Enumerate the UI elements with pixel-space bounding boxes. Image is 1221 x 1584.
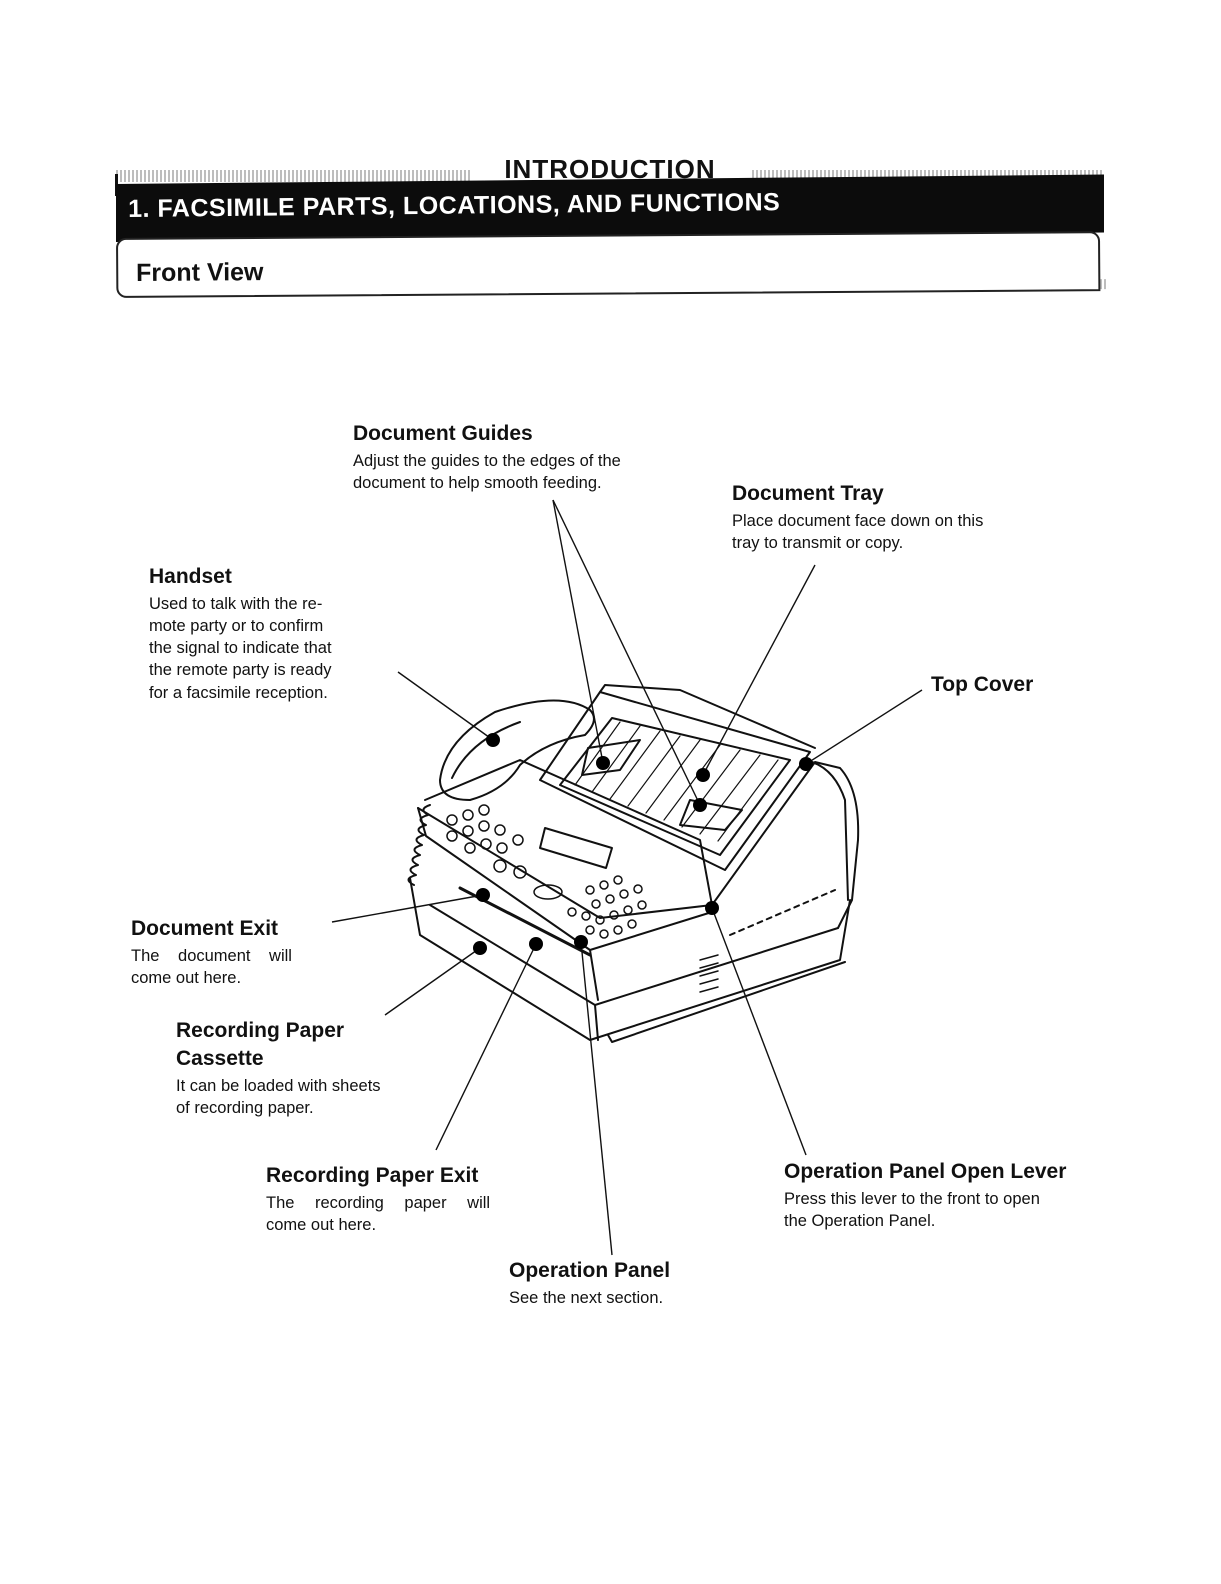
callout-title: Top Cover [931,673,1034,696]
leader-lines [331,499,923,1256]
callout-top-cover: Top Cover [931,671,1033,701]
callout-text: the remote party is ready [149,661,332,680]
leader-operation-panel-open-lever [711,907,807,1156]
handset-cord [407,804,431,886]
document-guide-right [679,799,743,831]
callout-text: Press this lever to the front to open [784,1190,1040,1209]
handset-shape [439,699,595,801]
callout-text: document to help smooth feeding. [353,474,602,493]
callout-recording-paper-cassette: Recording Paper Cassette It can be loade… [176,1017,381,1119]
callout-title: Document Tray [732,482,884,505]
callout-text: The document will [131,947,292,966]
callout-text: Adjust the guides to the edges of the [353,452,621,471]
callout-title: Recording Paper [176,1019,345,1042]
leader-top-cover [805,689,923,765]
leader-document-guides-left [552,499,604,764]
callout-handset: Handset Used to talk with the re- mote p… [149,563,332,704]
callout-text: tray to transmit or copy. [732,534,904,553]
callout-title: Document Guides [353,422,533,445]
leader-document-tray [702,564,816,776]
leader-document-exit [331,894,484,923]
callout-dots [473,733,813,955]
callout-recording-paper-exit: Recording Paper Exit The recording paper… [266,1162,490,1236]
callout-text: the Operation Panel. [784,1212,936,1231]
right-body [711,761,860,929]
callout-text: Place document face down on this [732,512,984,531]
callout-operation-panel-open-lever: Operation Panel Open Lever Press this le… [784,1158,1066,1232]
callout-text: come out here. [266,1216,377,1235]
front-panel-top [417,807,713,919]
callout-document-guides: Document Guides Adjust the guides to the… [353,420,621,494]
subsection-box [116,231,1101,298]
callout-text: come out here. [131,969,242,988]
callout-operation-panel: Operation Panel See the next section. [509,1257,670,1309]
leader-document-guides-right [552,499,701,806]
callout-document-exit: Document Exit The document will come out… [131,915,292,989]
callout-text: of recording paper. [176,1099,314,1118]
callout-title: Operation Panel Open Lever [784,1160,1067,1183]
callout-title: Recording Paper Exit [266,1164,479,1187]
leader-recording-paper-cassette [384,947,481,1016]
document-guide-left [581,739,641,776]
callout-title: Document Exit [131,917,279,940]
leader-handset [397,671,494,741]
display-window [539,827,613,869]
document-tray [539,691,811,871]
callout-title: Cassette [176,1047,264,1071]
callout-text: the signal to indicate that [149,639,332,658]
leader-recording-paper-exit [435,943,537,1151]
leader-operation-panel [580,941,613,1256]
callout-text: It can be loaded with sheets [176,1077,381,1096]
keypad-buttons [446,804,647,939]
document-exit-slot [458,886,592,957]
operation-panel-surface [424,759,713,906]
side-slots [729,889,836,936]
callout-text: Used to talk with the re- [149,595,323,614]
subsection-title: Front View [136,258,264,287]
callout-text: for a facsimile reception. [149,683,328,702]
callout-text: The recording paper will [266,1194,491,1213]
base-outline [409,877,851,1041]
callout-title: Operation Panel [509,1259,671,1282]
callout-text: See the next section. [509,1289,664,1308]
cassette-edge [429,904,839,1006]
callout-title: Handset [149,565,232,588]
callout-document-tray: Document Tray Place document face down o… [732,480,983,554]
callout-text: mote party or to confirm [149,617,324,636]
